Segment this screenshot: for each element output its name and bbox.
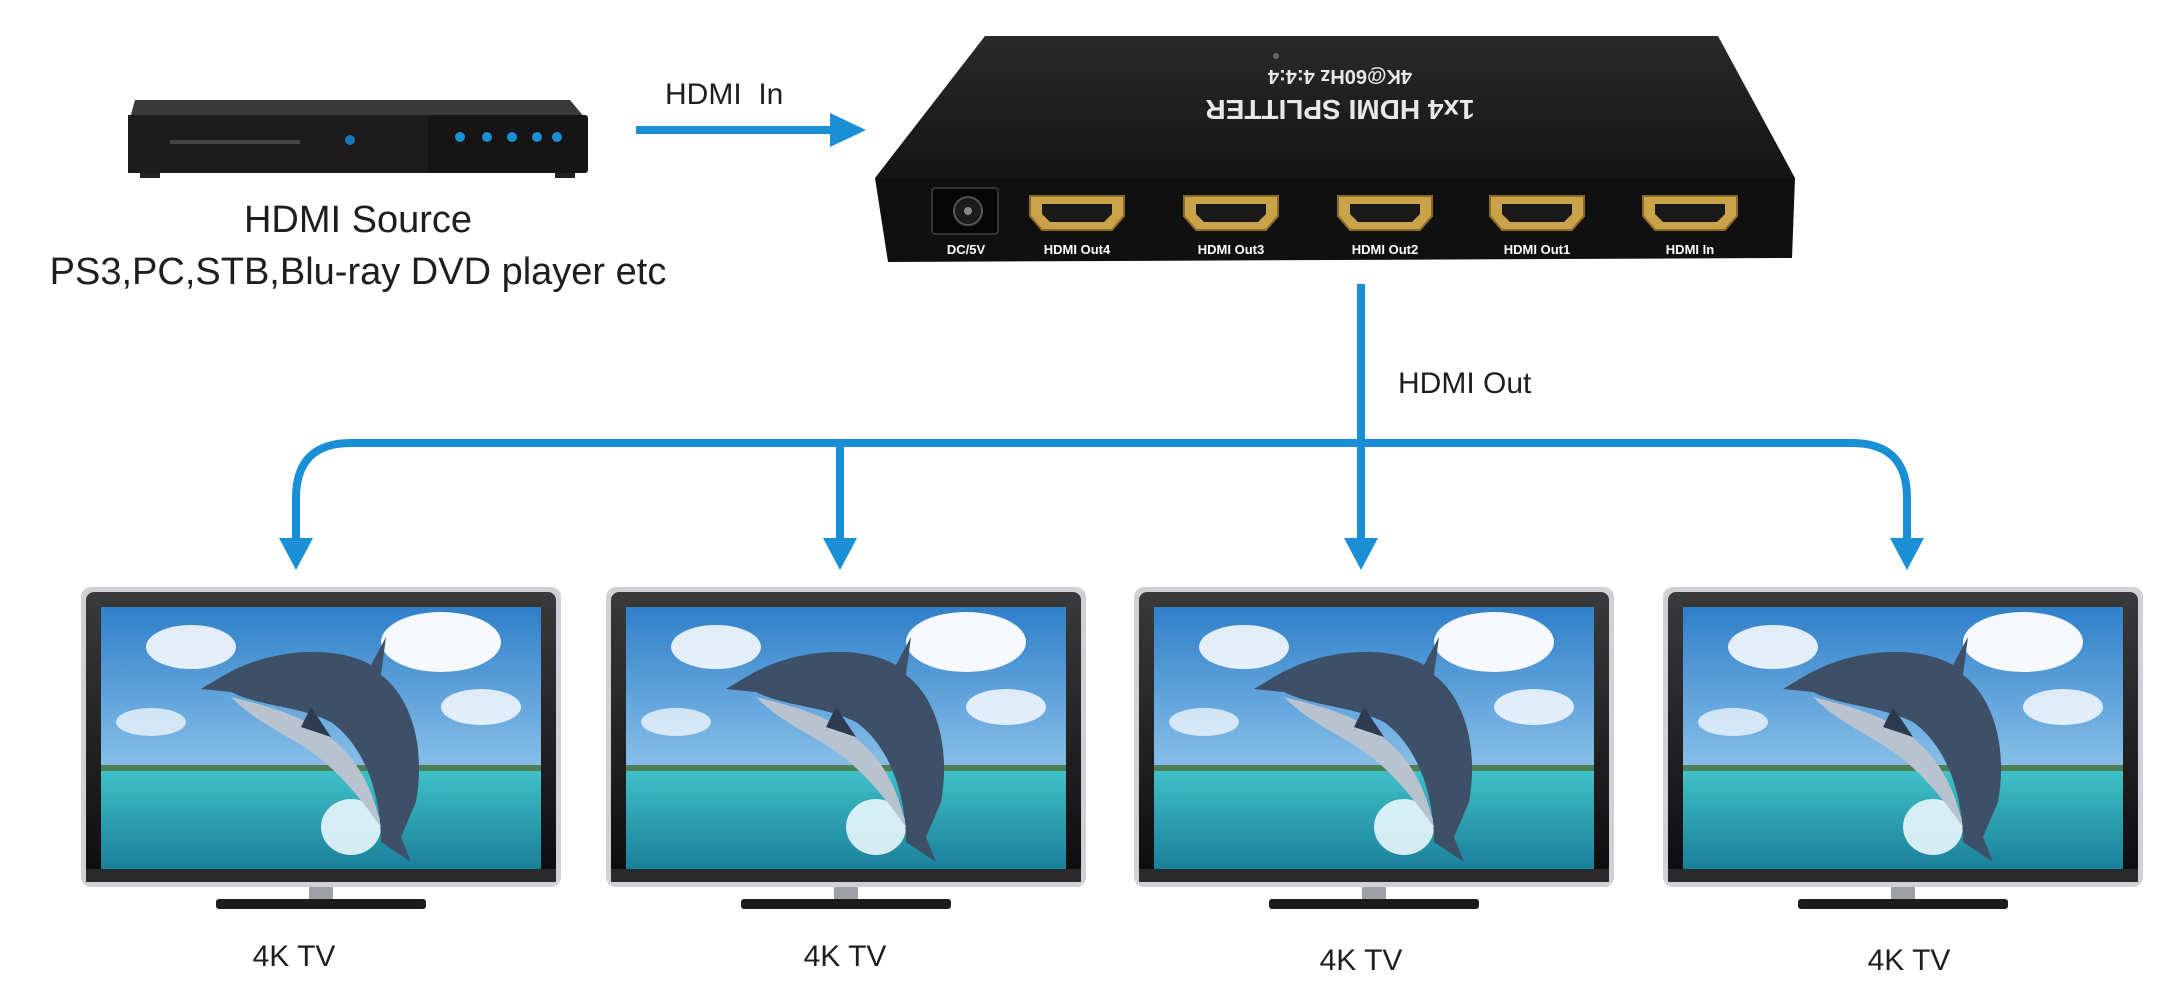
hdmi-source-device: [128, 100, 588, 178]
tv-1-label: 4K TV: [253, 940, 336, 973]
tv-1: [81, 587, 561, 909]
hdmi-out1-label: HDMI Out1: [1504, 242, 1570, 257]
hdmi-out-arrows: [292, 284, 1911, 545]
hdmi-out4-port: [1029, 195, 1125, 231]
hdmi-in-port-label: HDMI In: [1666, 242, 1714, 257]
tv-3-label: 4K TV: [1320, 944, 1403, 977]
hdmi-out3-port: [1183, 195, 1279, 231]
hdmi-out4-label: HDMI Out4: [1044, 242, 1111, 257]
hdmi-out-arrowheads: [279, 538, 1924, 570]
hdmi-out2-port: [1337, 195, 1433, 231]
tv-3: [1134, 587, 1614, 909]
hdmi-out-label: HDMI Out: [1398, 367, 1532, 400]
tv-4: [1663, 587, 2143, 909]
source-title: HDMI Source: [244, 199, 472, 241]
dc-port-label: DC/5V: [947, 242, 986, 257]
hdmi-in-port: [1642, 195, 1738, 231]
tv-2-label: 4K TV: [804, 940, 887, 973]
splitter-top-sublabel: 4K@60Hz 4:4:4: [1267, 65, 1412, 87]
hdmi-out1-port: [1489, 195, 1585, 231]
splitter-top-label: 1x4 HDMI SPLITTER: [1205, 94, 1474, 125]
hdmi-in-arrowhead: [830, 113, 866, 147]
hdmi-out3-label: HDMI Out3: [1198, 242, 1264, 257]
hdmi-in-label: HDMI In: [665, 78, 783, 111]
tv-4-label: 4K TV: [1868, 944, 1951, 977]
tv-2: [606, 587, 1086, 909]
source-subtitle: PS3,PC,STB,Blu-ray DVD player etc: [50, 251, 667, 293]
dc-power-port: [931, 187, 999, 235]
hdmi-out2-label: HDMI Out2: [1352, 242, 1418, 257]
